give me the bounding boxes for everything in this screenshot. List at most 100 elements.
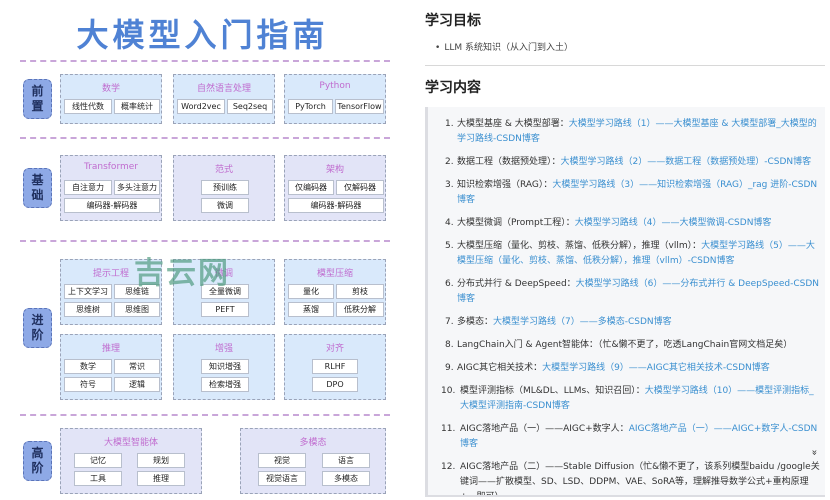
item-text: 知识检索增强（RAG）：	[457, 180, 553, 190]
item-link[interactable]: 大模型学习路线（1）——大模型基座 & 大模型部署_大模型的学习路线-CSDN博…	[457, 119, 817, 144]
chip: RLHF	[312, 359, 358, 374]
chip: 概率统计	[114, 99, 160, 114]
item-link[interactable]: 大模型学习路线（3）——知识检索增强（RAG）_rag 进阶-CSDN博客	[457, 180, 818, 205]
item-link[interactable]: AIGC落地产品（一）——AIGC+数字人-CSDN博客	[460, 424, 818, 449]
item-number: 6.	[445, 279, 454, 289]
stage-char: 前	[31, 84, 44, 98]
chip: 自注意力	[64, 180, 112, 195]
group-prompt-engineering: 提示工程 上下文学习 思维链 思维树 思维图	[60, 259, 162, 325]
stage-char: 高	[31, 446, 44, 460]
stage-char: 础	[31, 188, 44, 202]
group-augmentation: 增强 知识增强 检索增强	[173, 334, 275, 400]
item-link[interactable]: 大模型学习路线（4）——大模型微调-CSDN博客	[574, 218, 772, 228]
list-item: 5.大模型压缩（量化、剪枝、蒸馏、低秩分解），推理（vllm）：大模型学习路线（…	[445, 239, 822, 269]
group-finetuning: 微调 全量微调 PEFT	[173, 259, 275, 325]
chip: 仅编码器	[288, 180, 334, 195]
item-link[interactable]: 大模型学习路线（2）——数据工程（数据预处理）-CSDN博客	[560, 157, 812, 167]
group-nlp: 自然语言处理 Word2vec Seq2seq	[173, 74, 275, 124]
item-link[interactable]: 大模型学习路线（6）——分布式并行 & DeepSpeed-CSDN博客	[457, 279, 819, 304]
item-text: AIGC其它相关技术：	[457, 363, 543, 373]
goal-list-item: •LLM 系统知识（从入门到入土）	[435, 40, 573, 53]
group-alignment: 对齐 RLHF DPO	[284, 334, 386, 400]
item-link[interactable]: 大模型学习路线（9）——AIGC其它相关技术-CSDN博客	[542, 363, 770, 373]
item-number: 11.	[441, 424, 456, 434]
item-number: 5.	[445, 241, 454, 251]
group-title: Python	[319, 81, 351, 91]
list-item: 3.知识检索增强（RAG）：大模型学习路线（3）——知识检索增强（RAG）_ra…	[445, 178, 822, 208]
item-text: 分布式并行 & DeepSpeed：	[457, 279, 576, 289]
group-title: 提示工程	[92, 269, 129, 279]
item-number: 12.	[441, 462, 456, 472]
group-title: 多模态	[299, 438, 327, 448]
chip: 知识增强	[201, 359, 249, 374]
group-paradigm: 范式 预训练 微调	[173, 155, 275, 221]
divider	[20, 60, 390, 62]
item-text: 多模态：	[457, 317, 494, 327]
chip: 符号	[64, 377, 112, 392]
chip: 思维树	[64, 302, 112, 317]
chip: 数学	[64, 359, 112, 374]
article: 学习目标 •LLM 系统知识（从入门到入土） 学习内容 1.大模型基座 & 大模…	[415, 0, 830, 500]
group-multimodal: 多模态 视觉 语言 视觉语言 多模态	[240, 428, 386, 494]
list-item: 12.AIGC落地产品（二）——Stable Diffusion（忙&懒不更了，…	[441, 460, 822, 495]
group-python: Python PyTorch TensorFlow	[284, 74, 386, 124]
chip: 视觉	[258, 453, 306, 468]
list-item: 7.多模态：大模型学习路线（7）——多模态-CSDN博客	[445, 315, 822, 330]
group-title: 模型压缩	[316, 269, 353, 279]
chip: 视觉语言	[258, 471, 306, 486]
chip: Word2vec	[177, 99, 225, 114]
chip: PEFT	[201, 302, 249, 317]
group-llm-agent: 大模型智能体 记忆 规划 工具 推理	[60, 428, 202, 494]
group-title: 对齐	[325, 344, 344, 354]
expand-chevron-icon[interactable]: »	[808, 449, 820, 456]
chip: 微调	[201, 198, 249, 213]
item-text: AIGC落地产品（一）——AIGC+数字人：	[460, 424, 629, 434]
group-title: Transformer	[83, 162, 138, 172]
group-math: 数学 线性代数 概率统计	[60, 74, 162, 124]
item-text: 大模型微调（Prompt工程）：	[457, 218, 575, 228]
item-number: 3.	[445, 180, 454, 190]
chip: 上下文学习	[64, 284, 112, 299]
item-number: 4.	[445, 218, 454, 228]
chip: 低秩分解	[336, 302, 384, 317]
stage-label-prerequisite: 前 置	[23, 79, 52, 119]
item-number: 9.	[445, 363, 454, 373]
stage-label-advanced: 进 阶	[23, 308, 52, 348]
chip: 编码器-解码器	[288, 198, 384, 213]
list-item: 8.LangChain入门 & Agent智能体：（忙&懒不更了，吃透LangC…	[445, 338, 822, 353]
divider	[20, 414, 390, 416]
chip: 思维链	[114, 284, 160, 299]
item-link[interactable]: 大模型学习路线（10）——模型评测指标_大模型评测指南-CSDN博客	[460, 386, 814, 411]
chip: 蒸馏	[288, 302, 334, 317]
list-item: 1.大模型基座 & 大模型部署：大模型学习路线（1）——大模型基座 & 大模型部…	[445, 117, 822, 147]
item-link[interactable]: 大模型学习路线（5）——大模型压缩（量化、剪枝、蒸馏、低秩分解），推理（vllm…	[457, 241, 815, 266]
chip: 规划	[137, 453, 185, 468]
item-number: 8.	[445, 340, 454, 350]
chip: 预训练	[201, 180, 249, 195]
chip: 记忆	[74, 453, 122, 468]
section-divider	[425, 65, 825, 66]
list-item: 9.AIGC其它相关技术：大模型学习路线（9）——AIGC其它相关技术-CSDN…	[445, 361, 822, 376]
chip: 思维图	[114, 302, 160, 317]
item-text: 模型评测指标（ML&DL、LLMs、知识召回）：	[460, 386, 645, 396]
chip: PyTorch	[288, 99, 333, 114]
item-number: 10.	[441, 386, 456, 396]
goal-text: LLM 系统知识（从入门到入土）	[444, 43, 573, 53]
group-title: 推理	[101, 344, 120, 354]
content-quote-box[interactable]: 1.大模型基座 & 大模型部署：大模型学习路线（1）——大模型基座 & 大模型部…	[425, 107, 825, 497]
group-title: 微调	[214, 269, 233, 279]
chip: 工具	[74, 471, 122, 486]
roadmap-title: 大模型入门指南	[76, 16, 329, 54]
item-link[interactable]: 大模型学习路线（7）——多模态-CSDN博客	[493, 317, 672, 327]
item-number: 2.	[445, 157, 454, 167]
stage-char: 置	[31, 99, 44, 113]
item-text: 大模型压缩（量化、剪枝、蒸馏、低秩分解），推理（vllm）：	[457, 241, 702, 251]
chip: 多头注意力	[114, 180, 160, 195]
group-reasoning: 推理 数学 常识 符号 逻辑	[60, 334, 162, 400]
chip: 全量微调	[201, 284, 249, 299]
stage-char: 基	[31, 173, 44, 187]
chip: 仅解码器	[336, 180, 384, 195]
bullet-icon: •	[435, 43, 441, 53]
stage-label-basics: 基 础	[23, 168, 52, 208]
chip: TensorFlow	[335, 99, 384, 114]
